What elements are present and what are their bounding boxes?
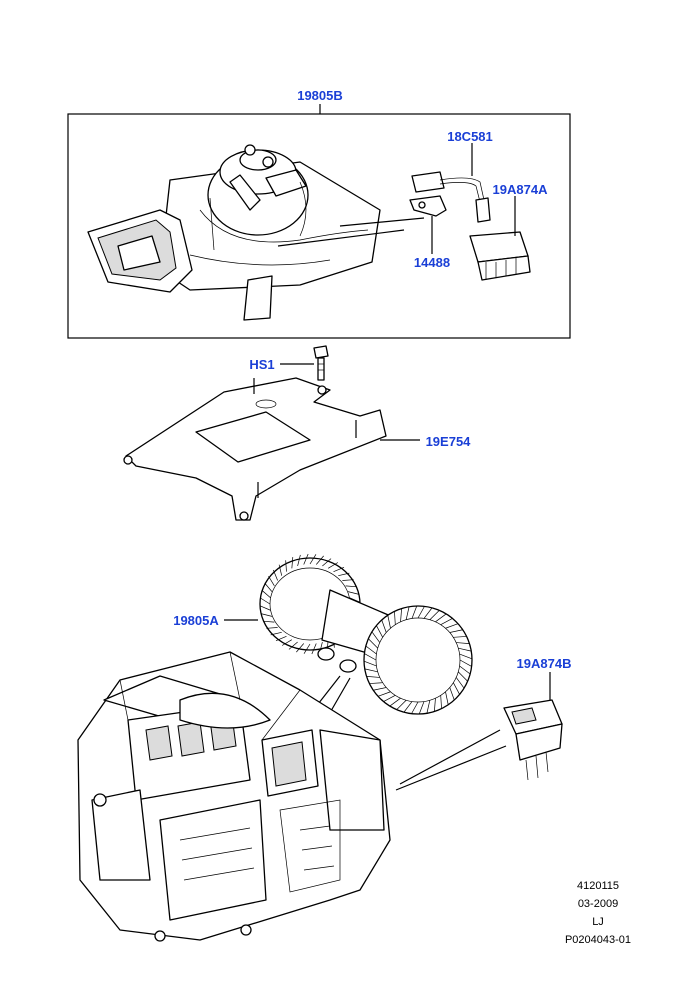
fan-blade — [342, 579, 354, 581]
fan-blade — [311, 643, 317, 655]
callout-harness[interactable]: 18C581 — [447, 129, 493, 144]
fan-blade — [400, 608, 402, 622]
blower-housing-illustration — [87, 144, 425, 321]
fan-blade — [365, 645, 377, 655]
fan-blade — [449, 687, 455, 701]
fan-blade — [429, 610, 440, 620]
fan-blade — [288, 641, 298, 650]
fan-blade — [418, 701, 425, 715]
blower-motor-group — [224, 553, 473, 731]
fan-blade — [315, 555, 324, 565]
fan-blade — [459, 659, 472, 667]
fan-blade — [445, 691, 449, 705]
fan-blade — [440, 618, 453, 625]
fan-blade — [411, 701, 419, 714]
fan-blade — [423, 607, 433, 619]
fan-blade — [347, 591, 360, 595]
bracket-clip-illustration — [409, 195, 447, 217]
fan-blade — [435, 613, 447, 623]
fan-blade — [383, 695, 396, 702]
fan-blade — [445, 623, 459, 629]
fan-blade — [297, 554, 301, 567]
footer-initials: LJ — [592, 916, 604, 928]
fan-blade — [260, 613, 273, 617]
fan-blade — [309, 554, 317, 565]
callout-resistor-bottom[interactable]: 19A874B — [517, 656, 572, 671]
hvac-housing-illustration — [77, 651, 391, 942]
fan-blade — [396, 700, 407, 710]
fan-blade — [363, 660, 377, 667]
fan-blade — [264, 582, 273, 592]
callout-bolt[interactable]: HS1 — [249, 357, 274, 372]
fan-blade — [449, 629, 463, 633]
footer-illustration-id: P0204043-01 — [565, 934, 631, 946]
callout-bracket-clip[interactable]: 14488 — [414, 255, 450, 270]
fan-blade — [455, 677, 465, 689]
fan-blade — [273, 569, 278, 581]
fan-blade — [303, 643, 311, 654]
fan-blade — [458, 647, 472, 652]
fan-blade — [426, 700, 431, 714]
fan-blade — [261, 590, 271, 599]
fan-blade — [259, 605, 271, 611]
fan-blade — [434, 698, 436, 712]
fan-blade — [459, 665, 471, 675]
fan-blade — [296, 643, 305, 653]
fan-blade — [405, 606, 410, 620]
assembly-frame — [67, 113, 571, 339]
fan-blade — [322, 558, 332, 567]
fan-blade — [333, 567, 345, 572]
harness-illustration — [411, 171, 491, 223]
bolt-illustration — [313, 345, 329, 381]
blower-assembly-group — [67, 104, 571, 339]
fan-blade — [278, 564, 283, 576]
fan-blade — [456, 642, 470, 644]
fan-blade — [263, 620, 275, 623]
fan-blade — [266, 627, 278, 629]
fan-blade — [371, 631, 381, 643]
fan-blade — [364, 653, 377, 661]
callout-resistor-top[interactable]: 19A874A — [493, 182, 549, 197]
fan-blade — [411, 605, 418, 619]
fan-blade — [327, 562, 339, 569]
callout-blower-motor[interactable]: 19805A — [173, 613, 219, 628]
fan-blade — [364, 668, 378, 673]
fan-blade — [303, 553, 309, 565]
footer-code: 4120115 — [577, 880, 619, 892]
fan-blade — [440, 695, 442, 709]
fan-blade — [381, 619, 387, 633]
resistor-top-illustration — [469, 231, 531, 281]
fan-blade — [403, 701, 413, 713]
fan-blade — [338, 572, 350, 577]
fan-blade — [453, 636, 467, 638]
fan-blade — [377, 691, 391, 697]
footer-date: 03-2009 — [578, 898, 618, 910]
fan-blade — [387, 615, 391, 629]
callout-blower-assembly[interactable]: 19805B — [297, 88, 343, 103]
fan-blade — [281, 639, 293, 646]
fan-blade — [376, 625, 383, 638]
resistor-bottom-group — [395, 672, 563, 791]
fan-blade — [270, 631, 282, 636]
fan-blade — [373, 687, 387, 691]
fan-blade — [268, 575, 275, 587]
fan-blade — [275, 636, 287, 641]
fan-blade — [368, 638, 378, 649]
fan-blade — [285, 560, 287, 572]
mount-bracket-group — [123, 345, 420, 521]
fan-blade — [459, 653, 473, 660]
fan-blade — [366, 676, 380, 678]
fan-blade — [417, 606, 425, 619]
fan-blade — [260, 597, 271, 605]
fan-blade — [389, 697, 401, 707]
fan-blade — [394, 611, 396, 625]
fan-blade — [458, 671, 468, 682]
fan-blade — [369, 682, 383, 684]
callout-mount-bracket[interactable]: 19E754 — [426, 434, 472, 449]
blower-wheel-right — [363, 605, 473, 715]
fan-blade — [345, 585, 357, 588]
fan-blade — [453, 682, 460, 695]
fan-blade — [291, 557, 294, 569]
